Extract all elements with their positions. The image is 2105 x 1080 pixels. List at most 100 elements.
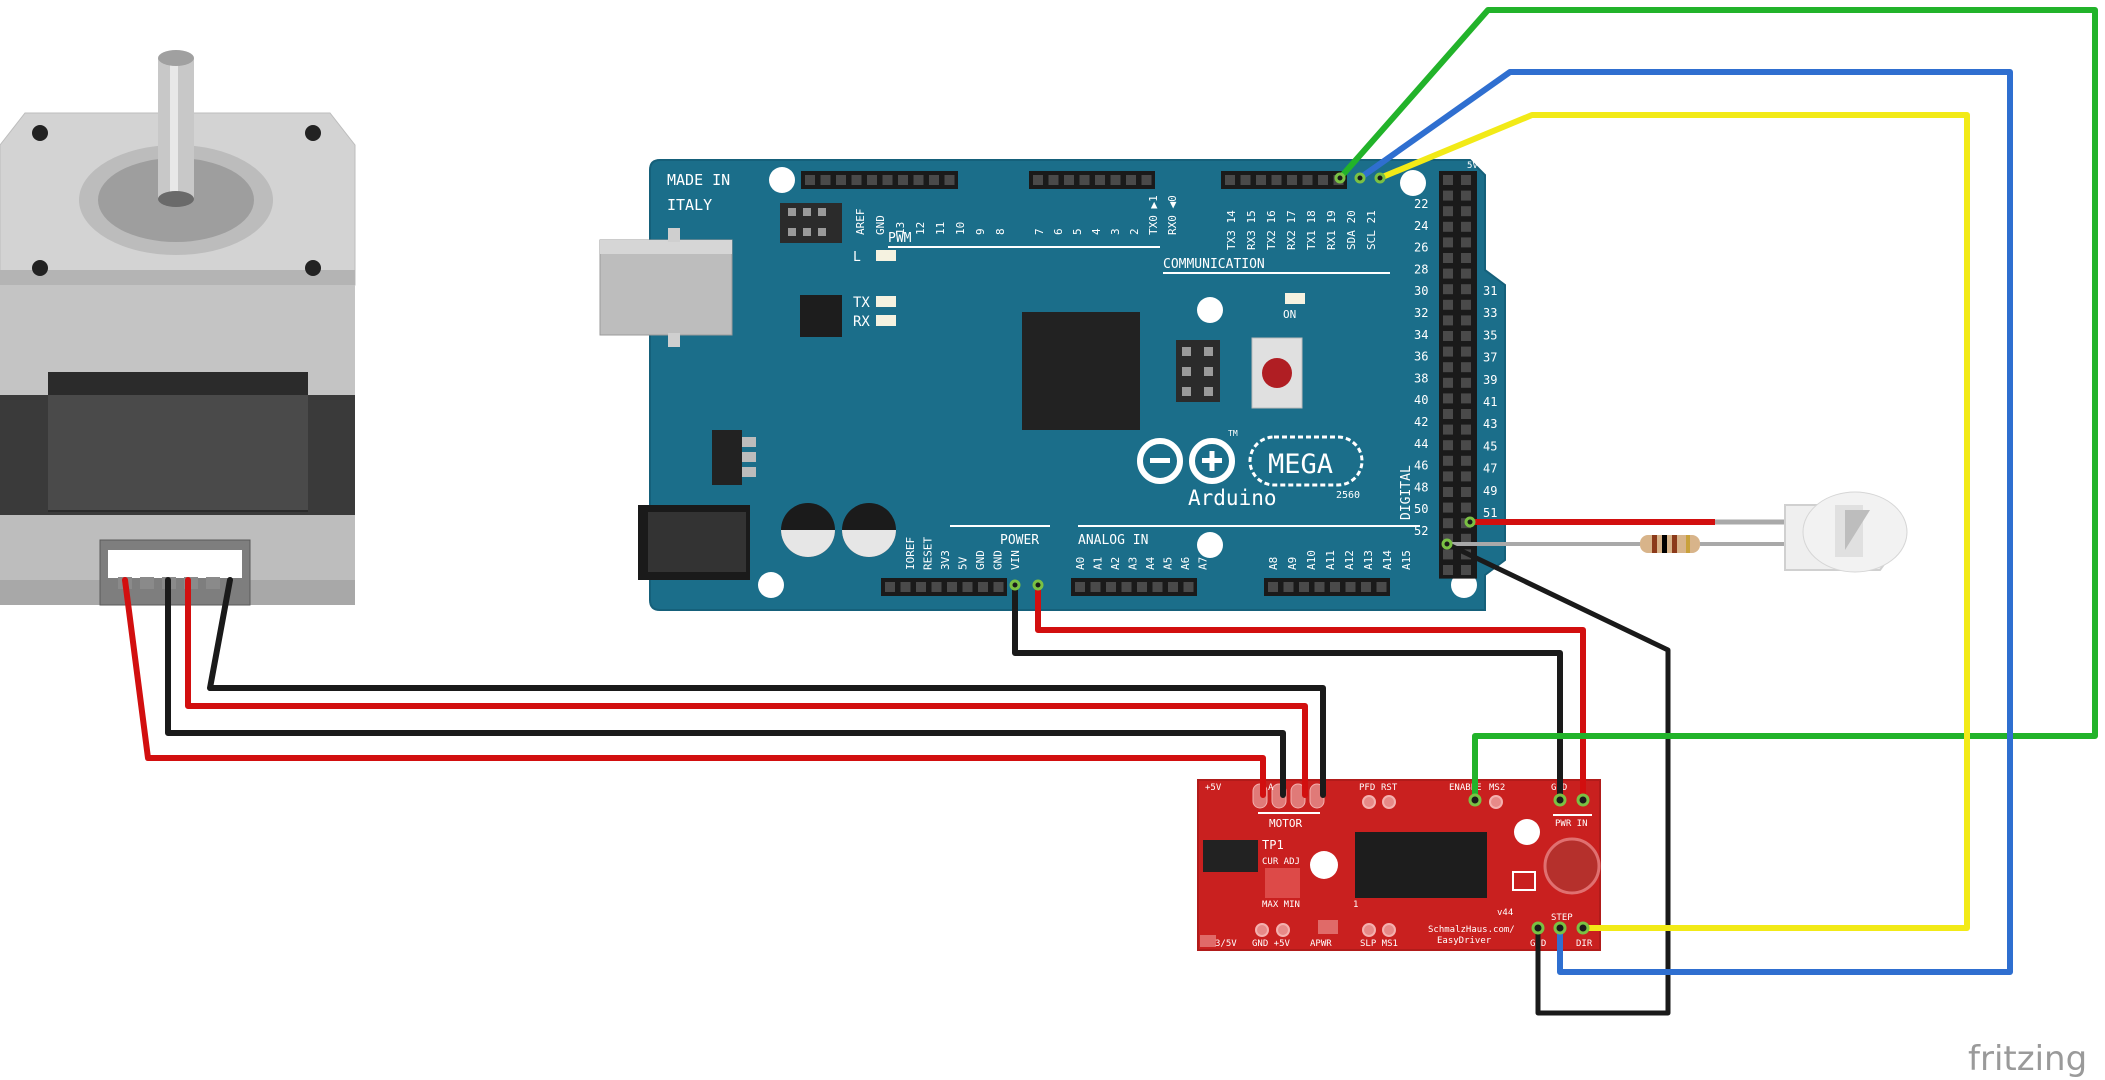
header-pin: [1443, 455, 1453, 466]
pin-label: 45: [1483, 439, 1497, 453]
pin-label: 28: [1414, 262, 1428, 276]
wire-motor-black-2: [207, 577, 1326, 798]
analog-in-label: ANALOG IN: [1078, 533, 1148, 548]
dir-label: DIR: [1576, 939, 1593, 949]
header-pin: [1110, 175, 1121, 185]
header-pin: [1361, 582, 1371, 592]
header-pin: [1461, 533, 1471, 544]
brand2-label: EasyDriver: [1437, 936, 1492, 946]
pin-label: 11: [934, 222, 947, 235]
wire-yellow: [1377, 112, 1970, 931]
pin-label: 52: [1414, 524, 1428, 538]
pin-label: 34: [1414, 328, 1428, 342]
pin-label: 13: [894, 222, 907, 235]
pin-label: 36: [1414, 350, 1428, 364]
pin-label: 3: [1109, 228, 1122, 235]
header-pin: [1443, 253, 1453, 263]
header-pin: [1443, 565, 1453, 575]
version-label: v44: [1497, 908, 1513, 918]
header-top-mid: [1029, 171, 1155, 189]
header-body: [1029, 171, 1155, 189]
pin-label: 48: [1414, 480, 1428, 494]
header-pin: [1256, 175, 1266, 185]
cur-adj-label: CUR ADJ: [1262, 857, 1300, 867]
fritzing-watermark: fritzing: [1968, 1039, 2087, 1079]
pin-label: A4: [1144, 556, 1157, 570]
pin-label: A3: [1127, 557, 1140, 570]
pin-label: RESET: [922, 537, 935, 570]
pin-label: 42: [1414, 415, 1428, 429]
pin-label: TX1 18: [1305, 210, 1318, 250]
pin-label: TX0 ▶1: [1147, 195, 1160, 235]
header-pin: [1461, 377, 1471, 388]
header-pin: [1461, 565, 1471, 575]
header-pin: [1033, 175, 1043, 185]
pin-label: 7: [1033, 228, 1046, 235]
header-pin: [1183, 582, 1194, 592]
header-pin: [1268, 582, 1278, 592]
header-pin: [947, 582, 957, 592]
driver-a-label: A: [1268, 783, 1274, 793]
header-body: [881, 578, 1007, 596]
pin-label: 41: [1483, 395, 1497, 409]
header-pin: [1461, 206, 1471, 217]
on-led: [1285, 293, 1305, 304]
enable-label: ENABLE: [1449, 783, 1482, 793]
header-pin: [1443, 549, 1453, 560]
pin-label: AREF: [854, 209, 867, 236]
pin-label: A7: [1197, 557, 1210, 570]
pin-label: 38: [1414, 371, 1428, 385]
header-pin: [1240, 175, 1251, 185]
header-pin: [1461, 346, 1471, 357]
led-resistor-circuit: [1450, 491, 1908, 573]
header-pin: [1443, 362, 1453, 373]
pin-label: 9: [974, 228, 987, 235]
pin-label: GND: [874, 215, 887, 235]
mega-label: MEGA: [1268, 449, 1333, 480]
pin-label: A2: [1109, 557, 1122, 570]
header-pin: [1271, 175, 1282, 185]
five-v-label: 5V: [1467, 161, 1478, 171]
header-pin: [900, 582, 911, 592]
pin-label: 3V3: [939, 550, 952, 570]
tm-label: TM: [1228, 429, 1238, 438]
on-label: ON: [1283, 308, 1296, 321]
tx-led: [876, 250, 896, 261]
l-led-label: L: [853, 250, 861, 265]
pwm-label: PWM: [888, 231, 912, 246]
header-pin: [1048, 175, 1059, 185]
arduino-mega-board: Arduino MEGA TM 2560 MADE IN ITALY PWM C…: [599, 159, 1506, 611]
header-pin: [1443, 346, 1453, 357]
motor-label: MOTOR: [1269, 817, 1302, 830]
header-pin: [1141, 175, 1152, 185]
pwr-in-label: PWR IN: [1555, 819, 1588, 829]
apwr-label: APWR: [1310, 939, 1332, 949]
tp1-label: TP1: [1262, 838, 1284, 852]
stepper-motor: [0, 50, 356, 606]
header-power: [881, 578, 1007, 596]
header-pin: [1345, 582, 1356, 592]
step-label: STEP: [1551, 913, 1573, 923]
arduino-brand: Arduino: [1188, 486, 1277, 510]
pin-label: A15: [1400, 550, 1413, 570]
header-pin: [1443, 268, 1453, 279]
header-pin: [978, 582, 988, 592]
header-pin: [944, 175, 955, 185]
italy-label: ITALY: [667, 196, 712, 214]
brand1-label: SchmalzHaus.com/: [1428, 925, 1515, 935]
header-pin: [1461, 237, 1471, 248]
header-pin: [1121, 582, 1132, 592]
header-pin: [1443, 440, 1453, 451]
wires: [122, 7, 2098, 1016]
header-pin: [1095, 175, 1105, 185]
pin-label: A8: [1267, 557, 1280, 570]
header-pin: [1461, 409, 1471, 419]
header-pin: [836, 175, 846, 185]
header-pin: [1443, 284, 1453, 295]
pin-label: A11: [1324, 550, 1337, 570]
wire-gnd-black: [1012, 582, 1563, 803]
header-pin: [1461, 331, 1471, 341]
header-body: [1221, 171, 1347, 189]
header-pin: [1461, 268, 1471, 279]
header-pin: [820, 175, 831, 185]
